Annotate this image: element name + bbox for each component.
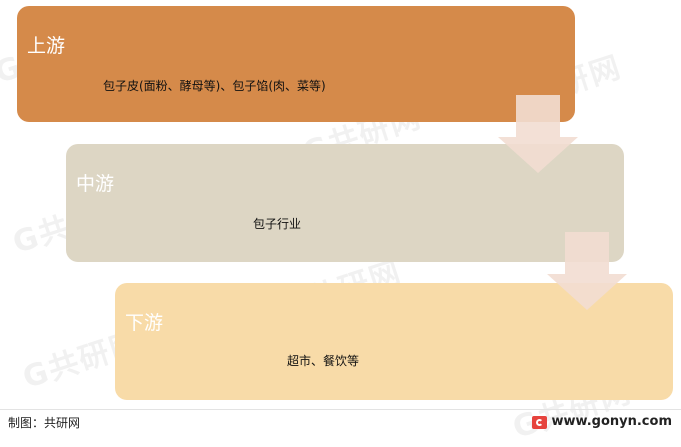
footer-source: 制图：共研网 <box>8 416 81 430</box>
gonyn-logo-icon <box>531 415 547 429</box>
footer-brand: www.gonyn.com <box>531 414 672 430</box>
down-arrow-icon <box>498 95 578 173</box>
tier-description: 包子行业 <box>253 217 302 231</box>
tier-heading: 中游 <box>76 173 115 195</box>
tier-heading: 上游 <box>27 35 66 57</box>
tier-upstream: 上游 包子皮(面粉、酵母等)、包子馅(肉、菜等) <box>17 6 575 122</box>
tier-description: 超市、餐饮等 <box>287 354 360 368</box>
tier-heading: 下游 <box>125 312 164 334</box>
footer-url: www.gonyn.com <box>551 414 672 429</box>
tier-description: 包子皮(面粉、酵母等)、包子馅(肉、菜等) <box>103 79 326 93</box>
down-arrow-icon <box>547 232 627 310</box>
footer-divider <box>0 409 681 410</box>
industry-chain-diagram: G共研网 G共研网 G共研网 G共研网 G共研网 G共研网 G共研网 上游 包子… <box>0 6 681 446</box>
